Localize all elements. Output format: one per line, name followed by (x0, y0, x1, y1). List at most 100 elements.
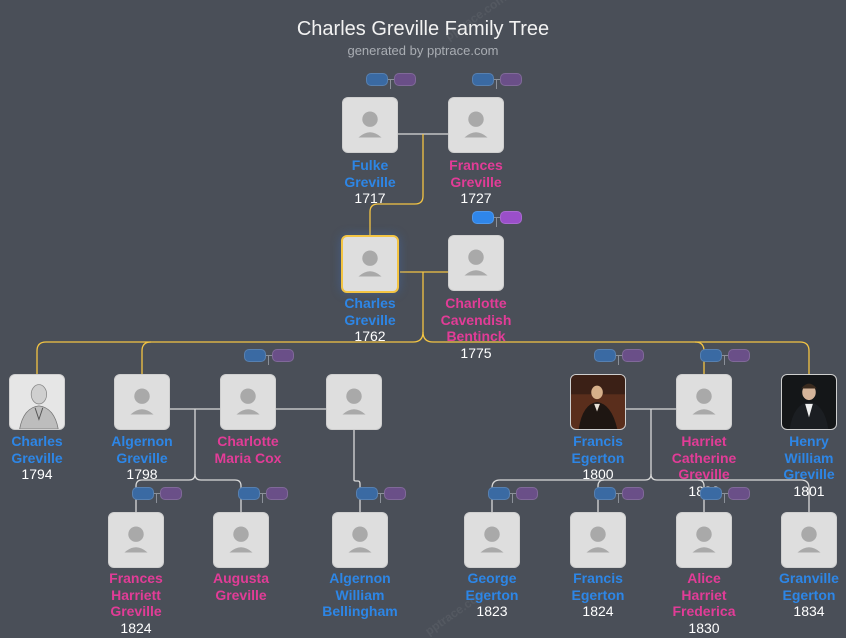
person-card-charlotte-maria-cox[interactable] (220, 374, 276, 430)
avatar-placeholder-icon (358, 250, 382, 277)
mother-toggle-icon[interactable] (622, 487, 644, 500)
father-toggle-icon[interactable] (366, 73, 388, 86)
person-card-charles-greville-1794[interactable] (9, 374, 65, 430)
father-toggle-icon[interactable] (594, 487, 616, 500)
person-card-frances-harriett-greville[interactable] (108, 512, 164, 568)
person-name: Greville (678, 466, 730, 482)
mother-toggle-icon[interactable] (160, 487, 182, 500)
person-card-frances[interactable] (448, 97, 504, 153)
mother-toggle-icon[interactable] (384, 487, 406, 500)
person-card-unnamed-spouse[interactable] (326, 374, 382, 430)
person-label[interactable]: Fulke Greville 1717 (310, 157, 430, 207)
person-label[interactable]: Francis Egerton 1800 (538, 433, 658, 483)
person-label[interactable]: Alice Harriet Frederica 1830 (644, 570, 764, 636)
mother-toggle-icon[interactable] (728, 487, 750, 500)
avatar-placeholder-icon (348, 526, 372, 553)
father-toggle-icon[interactable] (356, 487, 378, 500)
person-name: Cavendish (440, 311, 512, 328)
parent-toggles (366, 73, 416, 89)
mother-toggle-icon[interactable] (516, 487, 538, 500)
mother-toggle-icon[interactable] (500, 211, 522, 224)
lineage-line (433, 341, 810, 374)
person-name: Egerton (571, 449, 625, 466)
person-label[interactable]: Charlotte Maria Cox (188, 433, 308, 466)
father-toggle-icon[interactable] (700, 487, 722, 500)
person-label[interactable]: Charles Greville 1794 (0, 433, 97, 483)
person-card-algernon-greville[interactable] (114, 374, 170, 430)
father-toggle-icon[interactable] (472, 73, 494, 86)
mother-toggle-icon[interactable] (266, 487, 288, 500)
engraving-portrait-icon (10, 375, 64, 429)
avatar-placeholder-icon (342, 388, 366, 415)
person-card-george-egerton[interactable] (464, 512, 520, 568)
person-card-charlotte-cavendish-bentinck[interactable] (448, 235, 504, 291)
person-name: Egerton (571, 586, 625, 603)
father-toggle-icon[interactable] (594, 349, 616, 362)
person-name: Greville (110, 603, 162, 619)
person-name: Augusta (213, 570, 269, 586)
birth-year: 1794 (21, 466, 53, 482)
person-label[interactable]: Henry William Greville 1801 (749, 433, 846, 499)
person-name: Greville (783, 466, 835, 482)
person-card-francis-egerton[interactable] (570, 374, 626, 430)
person-label[interactable]: Algernon Greville 1798 (82, 433, 202, 483)
birth-year: 1824 (120, 619, 152, 636)
parent-toggles (488, 487, 538, 503)
avatar-placeholder-icon (692, 388, 716, 415)
person-card-algernon-william-bellingham[interactable] (332, 512, 388, 568)
person-name: Henry (789, 433, 829, 449)
person-card-charles-selected[interactable] (341, 235, 399, 293)
avatar-placeholder-icon (464, 111, 488, 138)
parent-toggles (700, 349, 750, 365)
avatar-placeholder-icon (229, 526, 253, 553)
father-toggle-icon[interactable] (238, 487, 260, 500)
person-name: Alice (687, 570, 721, 586)
person-card-alice-harriet-frederica[interactable] (676, 512, 732, 568)
family-line (650, 473, 810, 512)
avatar-placeholder-icon (236, 388, 260, 415)
person-name: Harriet (681, 586, 727, 603)
person-label[interactable]: Algernon William Bellingham (300, 570, 420, 620)
person-name: Algernon (111, 433, 173, 449)
person-label[interactable]: Frances Harriett Greville 1824 (76, 570, 196, 636)
person-label[interactable]: Granville Egerton 1834 (749, 570, 846, 620)
birth-year: 1823 (476, 603, 508, 619)
father-toggle-icon[interactable] (488, 487, 510, 500)
mother-toggle-icon[interactable] (394, 73, 416, 86)
person-card-augusta-greville[interactable] (213, 512, 269, 568)
person-card-francis-egerton-1824[interactable] (570, 512, 626, 568)
person-label[interactable]: Harriet Catherine Greville 1800 (644, 433, 764, 499)
birth-year: 1775 (460, 344, 492, 361)
father-toggle-icon[interactable] (700, 349, 722, 362)
person-card-granville-egerton[interactable] (781, 512, 837, 568)
person-name: George (467, 570, 517, 586)
person-name: Charlotte (445, 295, 507, 311)
person-label[interactable]: Charlotte Cavendish Bentinck 1775 (416, 295, 536, 361)
person-label[interactable]: Frances Greville 1727 (416, 157, 536, 207)
parent-toggles (594, 349, 644, 365)
avatar-placeholder-icon (586, 526, 610, 553)
parent-toggles (244, 349, 294, 365)
person-label[interactable]: Augusta Greville (181, 570, 301, 603)
mother-toggle-icon[interactable] (622, 349, 644, 362)
mother-toggle-icon[interactable] (500, 73, 522, 86)
father-toggle-icon[interactable] (472, 211, 494, 224)
person-name: Charles (11, 433, 63, 449)
person-label[interactable]: Francis Egerton 1824 (538, 570, 658, 620)
person-card-henry-william-greville[interactable] (781, 374, 837, 430)
lineage-line (141, 341, 152, 374)
mother-toggle-icon[interactable] (728, 349, 750, 362)
person-label[interactable]: Charles Greville 1762 (310, 295, 430, 345)
person-card-harriet-catherine-greville[interactable] (676, 374, 732, 430)
person-name: Granville (779, 570, 839, 586)
mother-toggle-icon[interactable] (272, 349, 294, 362)
person-name: Frances (109, 570, 163, 586)
generator-credit: generated by pptrace.com (347, 43, 499, 58)
family-line (597, 479, 605, 512)
father-toggle-icon[interactable] (244, 349, 266, 362)
father-toggle-icon[interactable] (132, 487, 154, 500)
birth-year: 1717 (354, 190, 386, 206)
person-label[interactable]: George Egerton 1823 (432, 570, 552, 620)
person-card-fulke[interactable] (342, 97, 398, 153)
